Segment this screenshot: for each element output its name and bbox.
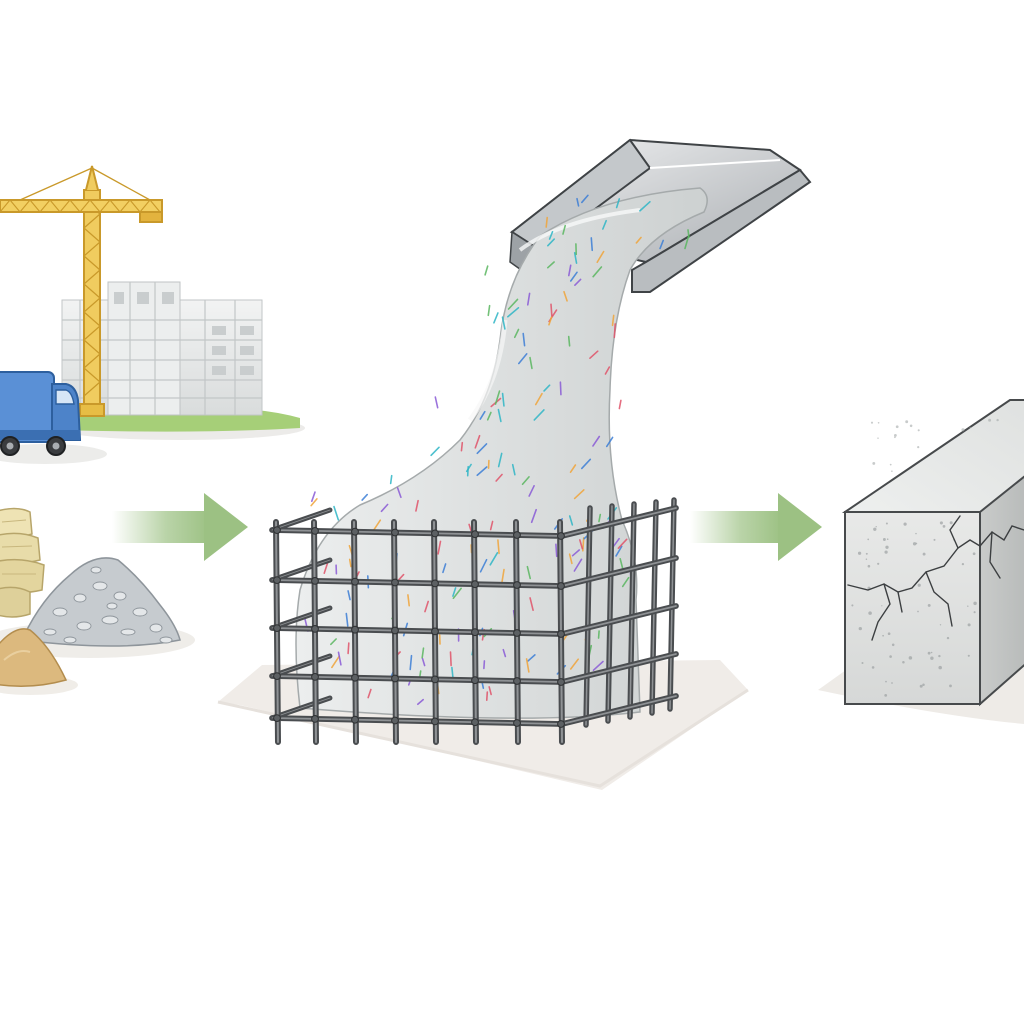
concrete-block-icon xyxy=(841,399,1024,707)
stage-cured-block xyxy=(818,399,1024,724)
concrete-pores xyxy=(851,418,999,697)
gravel-pile-icon xyxy=(20,557,181,647)
sand-pile-icon xyxy=(0,628,68,687)
flow-arrow-2 xyxy=(690,493,822,561)
cement-bags-icon xyxy=(0,507,45,618)
flow-arrow-1 xyxy=(112,493,248,561)
stage-raw-materials xyxy=(0,165,305,695)
tower-crane-icon xyxy=(0,165,163,417)
surface-cracks-icon xyxy=(847,515,1024,641)
rebar-cage-icon xyxy=(269,497,679,745)
delivery-truck-icon xyxy=(0,371,107,464)
stage-pouring xyxy=(217,138,812,790)
